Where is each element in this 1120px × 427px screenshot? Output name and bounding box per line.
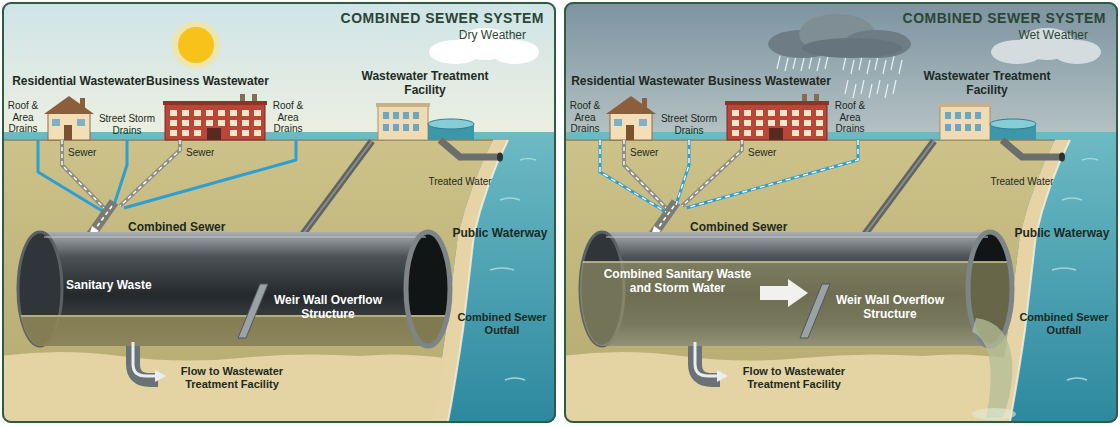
pipe-label: Sewer: [748, 147, 782, 159]
outfall-label: Combined Sewer Outfall: [1014, 311, 1114, 336]
sanitary-waste: [2, 316, 460, 356]
dry-panel-art: [44, 232, 450, 382]
combined-flow: [580, 261, 1012, 263]
storm-water-flow: [600, 140, 666, 212]
wet-panel-art: [564, 2, 1118, 423]
flow-direction-arrow: [760, 279, 808, 307]
flow-label: Sanitary Waste: [66, 279, 186, 293]
panel-frame: COMBINED SEWER SYSTEM Dry Weather: [2, 2, 556, 423]
sun: [178, 27, 214, 63]
sun-glow: [172, 21, 220, 69]
panel-title: COMBINED SEWER SYSTEM: [903, 10, 1106, 26]
pipe-label: Treated Water: [424, 176, 496, 188]
water-label: Public Waterway: [1012, 227, 1112, 241]
drain-label: Roof & Area Drains: [830, 100, 870, 135]
storm-water-flow: [676, 140, 689, 205]
storm-cloud: [768, 14, 911, 58]
pipe-label: Combined Sewer: [128, 221, 238, 235]
water-label: Public Waterway: [450, 227, 550, 241]
building-label: Residential Wastewater: [3, 75, 155, 89]
building-label: Business Wastewater: [697, 75, 842, 89]
rain: [845, 80, 896, 98]
storm-water-flow: [686, 140, 858, 208]
panel-frame: COMBINED SEWER SYSTEM Wet Weather: [564, 2, 1118, 423]
cloud: [1053, 40, 1101, 64]
drain-label: Roof & Area Drains: [3, 100, 43, 135]
pipe-label: Sewer: [186, 147, 220, 159]
wet-panel-art: [564, 94, 1118, 423]
wet-panel-art: [562, 0, 1120, 427]
rain: [777, 56, 828, 71]
building-label: Wastewater Treatment Facility: [350, 70, 500, 98]
combined-flow: [564, 262, 1022, 352]
building-label: Wastewater Treatment Facility: [912, 70, 1062, 98]
pipe-label: Sewer: [630, 147, 664, 159]
cloud: [491, 40, 539, 64]
sanitary-waste: [2, 316, 460, 356]
panel-subtitle: Dry Weather: [341, 28, 544, 42]
panel-subtitle: Wet Weather: [903, 28, 1106, 42]
sanitary-waste: [18, 315, 450, 317]
drain-label: Street Storm Drains: [655, 113, 723, 136]
discharge-splash: [972, 408, 1016, 420]
flow-label: Combined Sanitary Waste and Storm Water: [600, 268, 755, 296]
building-label: Residential Wastewater: [562, 75, 714, 89]
rain: [843, 56, 902, 74]
structure-label: Weir Wall Overflow Structure: [834, 294, 946, 322]
combined-flow: [564, 262, 1022, 352]
title-block: COMBINED SEWER SYSTEM Wet Weather: [903, 10, 1106, 42]
pipe-label: Treated Water: [986, 176, 1058, 188]
overflow-discharge: [972, 318, 1012, 418]
flow-label: Flow to Wastewater Treatment Facility: [734, 365, 854, 390]
title-block: COMBINED SEWER SYSTEM Dry Weather: [341, 10, 544, 42]
drain-label: Roof & Area Drains: [268, 100, 308, 135]
drain-label: Street Storm Drains: [93, 113, 161, 136]
panel-title: COMBINED SEWER SYSTEM: [341, 10, 544, 26]
wet-panel-art: [606, 232, 1012, 382]
pipe-label: Sewer: [68, 147, 102, 159]
flow-label: Flow to Wastewater Treatment Facility: [172, 365, 292, 390]
pipe-label: Combined Sewer: [690, 221, 800, 235]
dry-panel-art: [2, 2, 556, 423]
drain-label: Roof & Area Drains: [565, 100, 605, 135]
storm-water-flow: [600, 140, 858, 212]
structure-label: Weir Wall Overflow Structure: [272, 294, 384, 322]
storm-cloud: [802, 38, 902, 58]
outfall-label: Combined Sewer Outfall: [452, 311, 552, 336]
dry-panel-art: [2, 94, 556, 423]
building-label: Business Wastewater: [135, 75, 280, 89]
